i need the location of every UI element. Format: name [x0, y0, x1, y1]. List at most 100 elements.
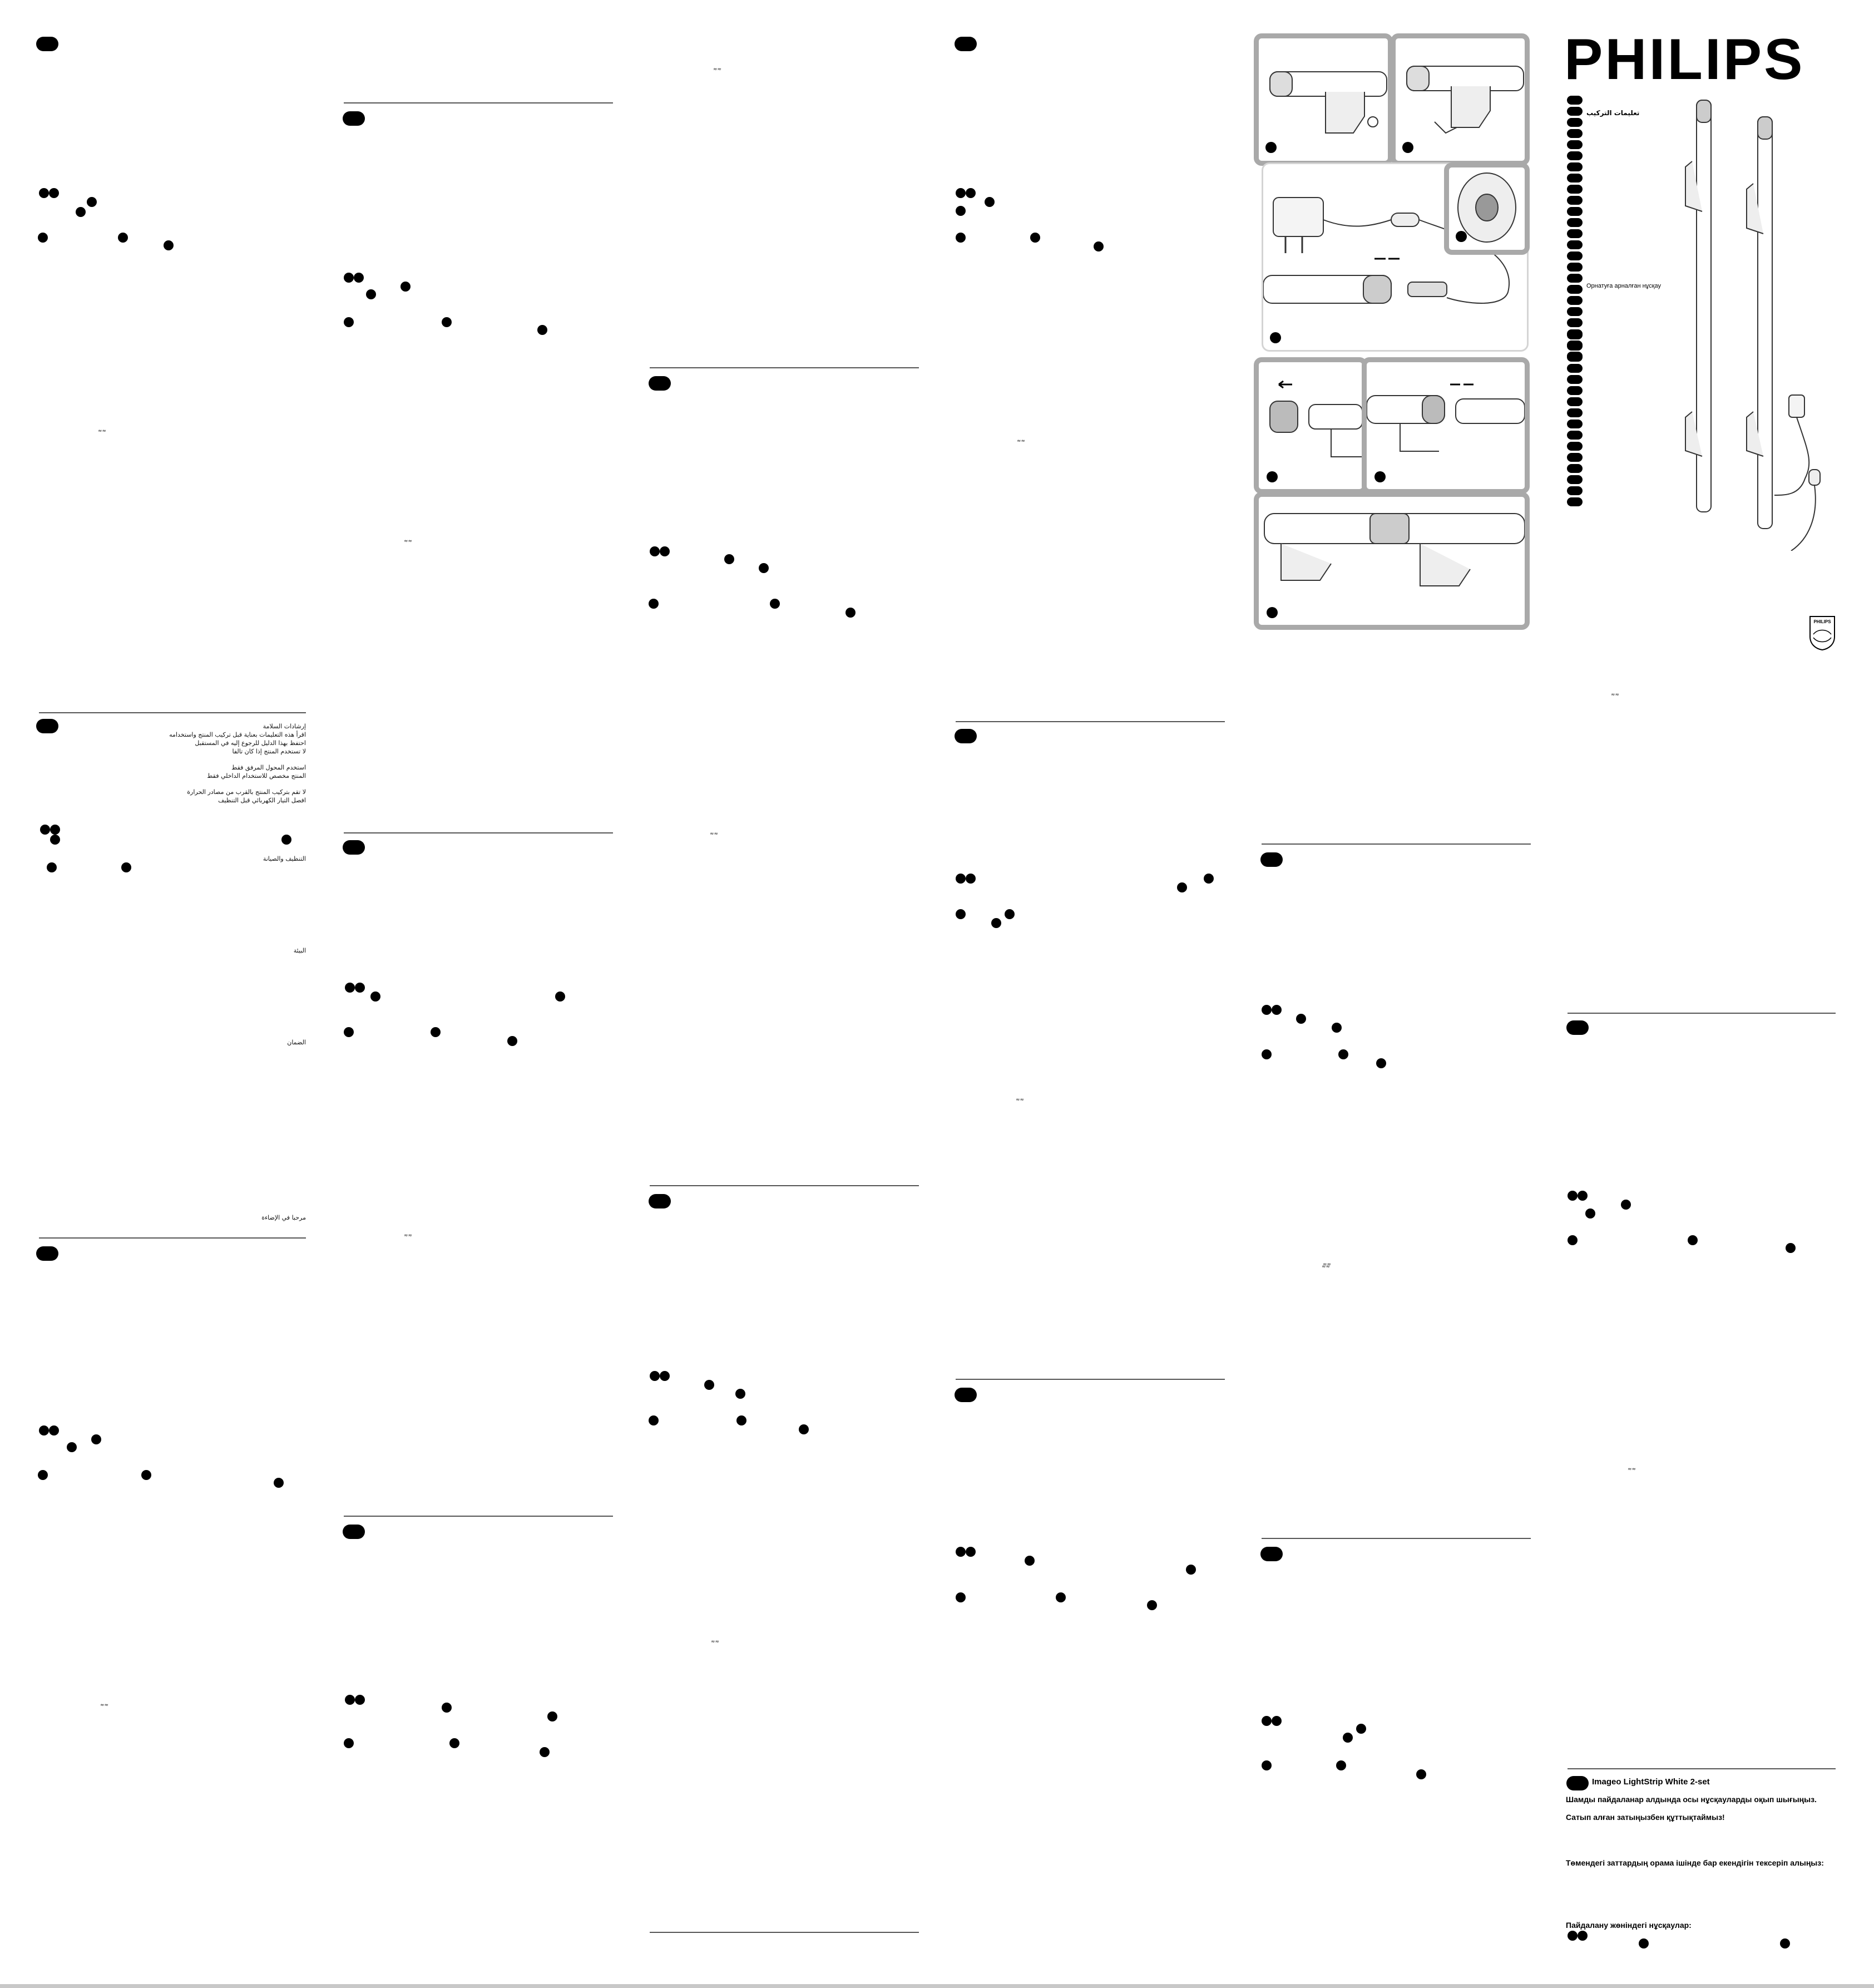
marker-dot	[1639, 1938, 1649, 1948]
marker-dot	[141, 1470, 151, 1480]
small-mark: ≈≈	[710, 831, 719, 837]
section-rule	[39, 1237, 306, 1239]
arabic-line: لا تقم بتركيب المنتج بالقرب من مصادر الح…	[187, 788, 306, 796]
marker-dot	[38, 1470, 48, 1480]
marker-dot	[1585, 1208, 1595, 1219]
section-rule	[39, 712, 306, 713]
kazakh-line: Сатып алған затыңызбен құттықтаймыз!	[1566, 1813, 1725, 1822]
page-bottom-edge	[0, 1984, 1874, 1988]
marker-dot	[1262, 1716, 1272, 1726]
step-badge	[1456, 231, 1467, 242]
marker-dot	[1416, 1769, 1426, 1779]
kazakh-line: Шамды пайдаланар алдында осы нұсқауларды…	[1566, 1795, 1817, 1804]
section-rule	[956, 721, 1225, 722]
marker-dot	[956, 1547, 966, 1557]
marker-dot	[966, 188, 976, 198]
language-badge	[343, 111, 365, 126]
language-code-list	[1567, 96, 1583, 363]
marker-dot	[660, 546, 670, 556]
marker-dot	[540, 1747, 550, 1757]
kazakh-line: Пайдалану жөніндегі нұсқаулар:	[1566, 1921, 1692, 1930]
small-mark: ≈≈	[1323, 1262, 1332, 1267]
illustration-panel-7	[1254, 492, 1530, 630]
small-mark: ≈≈	[404, 1233, 413, 1239]
step-badge	[1402, 142, 1413, 153]
adapter-connection-drawing	[1263, 197, 1510, 304]
marker-dot	[1376, 1058, 1386, 1068]
small-mark: ≈≈	[1016, 1097, 1025, 1103]
language-badge	[955, 37, 977, 51]
marker-dot	[1332, 1023, 1342, 1033]
marker-dot	[1688, 1235, 1698, 1245]
small-mark: ≈≈	[1611, 692, 1620, 698]
marker-dot	[1343, 1733, 1353, 1743]
language-badge	[1566, 1020, 1589, 1035]
marker-dot	[47, 862, 57, 872]
step-badge	[1270, 332, 1281, 343]
marker-dot	[649, 599, 659, 609]
clip-attach-drawing	[1406, 66, 1524, 134]
assembled-strip-drawing	[1264, 513, 1525, 586]
section-rule	[344, 1516, 613, 1517]
section-rule	[1262, 1538, 1531, 1539]
small-mark: ≈≈	[1322, 1264, 1331, 1270]
marker-dot	[650, 546, 660, 556]
marker-dot	[1780, 1938, 1790, 1948]
marker-dot	[118, 233, 128, 243]
marker-dot	[366, 289, 376, 299]
marker-dot	[985, 197, 995, 207]
small-mark: ≈≈	[100, 1703, 109, 1708]
marker-dot	[1005, 909, 1015, 919]
marker-dot	[724, 554, 734, 564]
kazakh-line: Төмендегі заттардың орама ішінде бар еке…	[1566, 1858, 1824, 1867]
marker-dot	[355, 983, 365, 993]
marker-dot	[1272, 1716, 1282, 1726]
marker-dot	[164, 240, 174, 250]
language-badge	[36, 1246, 58, 1261]
marker-dot	[799, 1424, 809, 1434]
marker-dot	[344, 317, 354, 327]
small-mark: ≈≈	[1017, 438, 1026, 444]
marker-dot	[507, 1036, 517, 1046]
arabic-line: استخدم المحول المرفق فقط	[231, 764, 306, 771]
marker-dot	[1296, 1014, 1306, 1024]
marker-dot	[1177, 882, 1187, 892]
marker-dot	[1568, 1191, 1578, 1201]
end-cap-removal-drawing	[1269, 380, 1363, 457]
section-rule	[650, 1932, 919, 1933]
step-badge	[1265, 142, 1277, 153]
marker-dot	[449, 1738, 459, 1748]
small-mark: ≈≈	[1628, 1467, 1636, 1472]
language-badge	[1260, 852, 1283, 867]
marker-dot	[1025, 1556, 1035, 1566]
marker-dot	[49, 1425, 59, 1435]
small-mark: ≈≈	[404, 539, 413, 544]
language-badge	[343, 1525, 365, 1539]
arabic-line: التنظيف والصيانة	[263, 855, 306, 862]
marker-dot	[345, 983, 355, 993]
section-rule	[1262, 843, 1531, 845]
svg-text:PHILIPS: PHILIPS	[1813, 619, 1831, 624]
language-badge	[36, 37, 58, 51]
language-badge	[1260, 1547, 1283, 1561]
marker-dot	[40, 825, 50, 835]
marker-dot	[39, 188, 49, 198]
marker-dot	[67, 1442, 77, 1452]
illustration-panel-5	[1254, 357, 1367, 494]
arabic-line: البيئة	[293, 947, 306, 954]
small-mark: ≈≈	[713, 67, 722, 72]
marker-dot	[76, 207, 86, 217]
marker-dot	[274, 1478, 284, 1488]
arabic-line: اقرأ هذه التعليمات بعناية قبل تركيب المن…	[169, 731, 306, 738]
marker-dot	[845, 608, 856, 618]
illustration-panel-6	[1362, 357, 1530, 494]
language-badge	[649, 1194, 671, 1208]
marker-dot	[281, 835, 291, 845]
marker-dot	[1272, 1005, 1282, 1015]
marker-dot	[1578, 1931, 1588, 1941]
arabic-line: لا تستخدم المنتج إذا كان تالفا	[232, 748, 306, 755]
marker-dot	[1568, 1931, 1578, 1941]
language-badge	[36, 719, 58, 733]
product-overview-drawing	[1685, 100, 1821, 551]
marker-dot	[431, 1027, 441, 1037]
